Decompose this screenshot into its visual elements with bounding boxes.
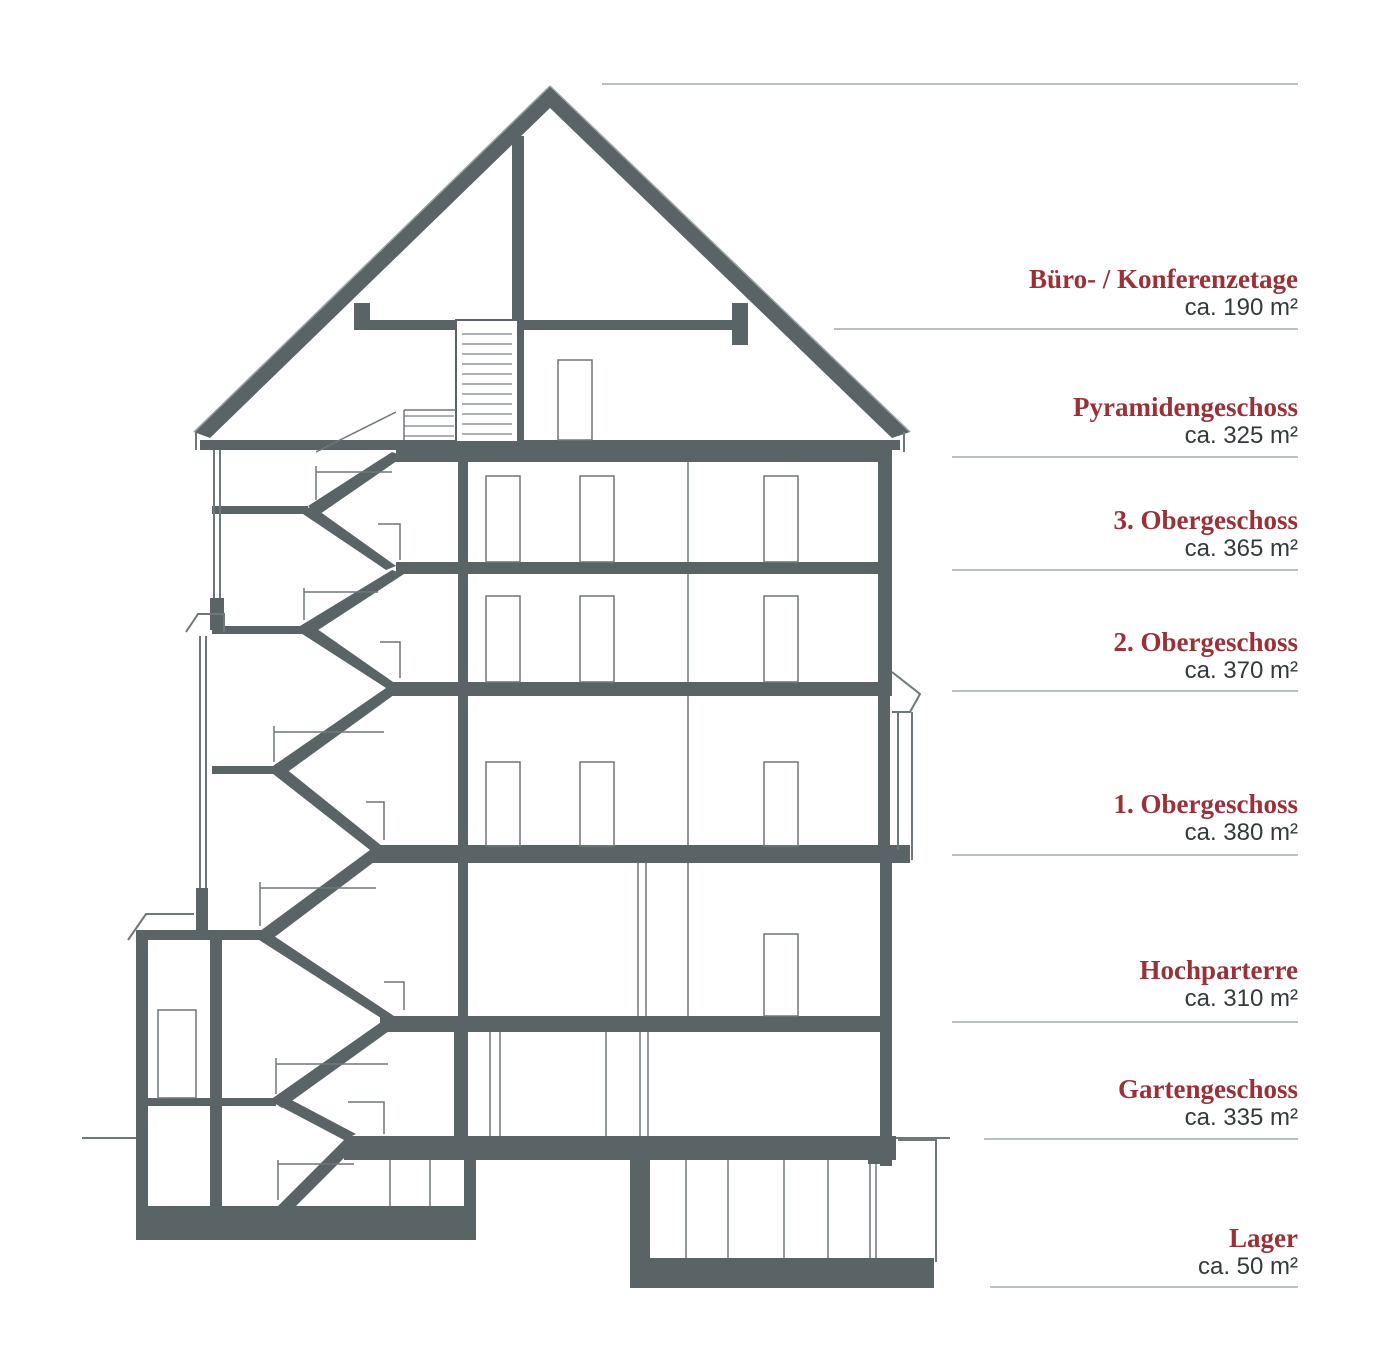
floor-label-hochparterre: Hochparterre ca. 310 m² <box>1140 955 1298 1013</box>
door-icon <box>579 475 615 563</box>
chimney-shaft <box>455 319 519 443</box>
floor-area: ca. 310 m² <box>1184 985 1298 1012</box>
floor-area: ca. 380 m² <box>1184 819 1298 846</box>
floor-label-pyramiden: Pyramidengeschoss ca. 325 m² <box>1073 392 1298 450</box>
floor-label-garten: Gartengeschoss ca. 335 m² <box>1118 1074 1298 1132</box>
floor-area: ca. 370 m² <box>1184 657 1298 684</box>
interior-partitions <box>389 462 877 1258</box>
floor-guide-lines <box>602 83 1298 1288</box>
floor-label-lager: Lager ca. 50 m² <box>1198 1223 1298 1281</box>
walls <box>136 450 934 1288</box>
door-icon <box>557 359 593 441</box>
floor-label-og1: 1. Obergeschoss ca. 380 m² <box>1114 789 1299 847</box>
floor-label-og3: 3. Obergeschoss ca. 365 m² <box>1114 505 1299 563</box>
floor-name: Büro- / Konferenzetage <box>1029 264 1298 294</box>
floor-area: ca. 325 m² <box>1184 422 1298 449</box>
floor-label-og2: 2. Obergeschoss ca. 370 m² <box>1114 627 1299 685</box>
door-icon <box>579 595 615 683</box>
floor-name: Hochparterre <box>1139 955 1298 985</box>
door-icon <box>763 933 799 1017</box>
floor-name: 2. Obergeschoss <box>1113 627 1299 657</box>
floor-name: Pyramidengeschoss <box>1073 392 1298 422</box>
door-icon <box>763 475 799 563</box>
door-icon <box>157 1009 197 1099</box>
floor-label-buero: Büro- / Konferenzetage ca. 190 m² <box>1029 264 1298 322</box>
doors <box>157 475 799 1099</box>
door-icon <box>485 595 521 683</box>
door-icon <box>763 761 799 847</box>
floor-name: Lager <box>1229 1223 1298 1253</box>
roof-floor-slab <box>200 440 900 450</box>
floor-area: ca. 365 m² <box>1184 535 1298 562</box>
floor-name: 1. Obergeschoss <box>1113 789 1299 819</box>
staircase <box>256 409 456 1214</box>
door-icon <box>579 761 615 847</box>
floor-area: ca. 190 m² <box>1184 294 1298 321</box>
roof-structure <box>193 85 911 450</box>
facade-details <box>127 432 922 941</box>
door-icon <box>763 595 799 683</box>
door-icon <box>485 475 521 563</box>
floor-name: Gartengeschoss <box>1118 1074 1298 1104</box>
floor-area: ca. 50 m² <box>1197 1253 1298 1280</box>
roof-collar-beam <box>354 320 746 330</box>
floor-area: ca. 335 m² <box>1184 1104 1298 1131</box>
ground-line <box>82 1137 950 1262</box>
door-icon <box>485 761 521 847</box>
floor-name: 3. Obergeschoss <box>1113 505 1299 535</box>
floor-slabs <box>136 450 910 1160</box>
